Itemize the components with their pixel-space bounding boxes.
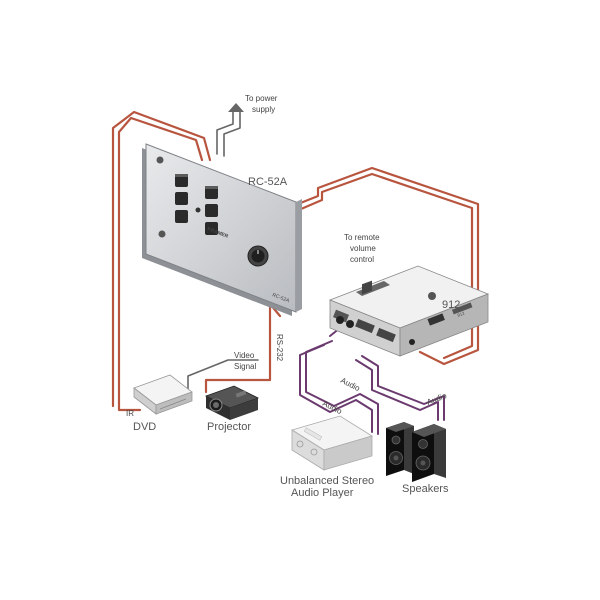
audio-player: [291, 415, 373, 471]
video-signal-line1: Video: [234, 351, 255, 360]
unit-model-text: 912: [457, 310, 466, 318]
speakers: [386, 422, 446, 482]
rc52a-panel: KRAMER RC-52A: [142, 143, 302, 316]
device-912: 912: [328, 265, 490, 357]
ir-label: IR: [126, 409, 134, 418]
dvd-player: [133, 374, 193, 415]
912-front-connectors: [333, 309, 396, 343]
audio-player-label-line1: Unbalanced Stereo: [280, 475, 374, 487]
video-signal-wire: [187, 359, 259, 399]
audio-player-label-line2: Audio Player: [291, 487, 354, 499]
audio-wires: [299, 327, 445, 435]
remote-volume-wire: [286, 166, 480, 366]
speaker-right: [412, 424, 446, 482]
video-signal-line2: Signal: [234, 362, 256, 371]
volume-knob: [247, 245, 269, 267]
audio-label-1: Audio: [339, 376, 362, 394]
power-label-line2: supply: [252, 105, 275, 114]
panel-buttons: [175, 174, 218, 235]
remote-label-line1: To remote: [344, 233, 380, 242]
remote-label-line2: volume: [350, 244, 376, 253]
rs232-label: RS-232: [275, 334, 284, 362]
912-side-connectors: [409, 302, 473, 345]
projector-label: Projector: [207, 421, 251, 433]
power-wires: [216, 103, 244, 157]
speaker-left: [386, 422, 414, 476]
rc52a-label: RC-52A: [248, 176, 288, 188]
device-912-label: 912: [442, 299, 460, 311]
remote-label-line3: control: [350, 255, 374, 264]
audio-label-2: Audio: [321, 399, 344, 417]
projector: [204, 385, 260, 420]
speakers-label: Speakers: [402, 483, 449, 495]
dvd-label: DVD: [133, 421, 156, 433]
power-label-line1: To power: [245, 94, 278, 103]
